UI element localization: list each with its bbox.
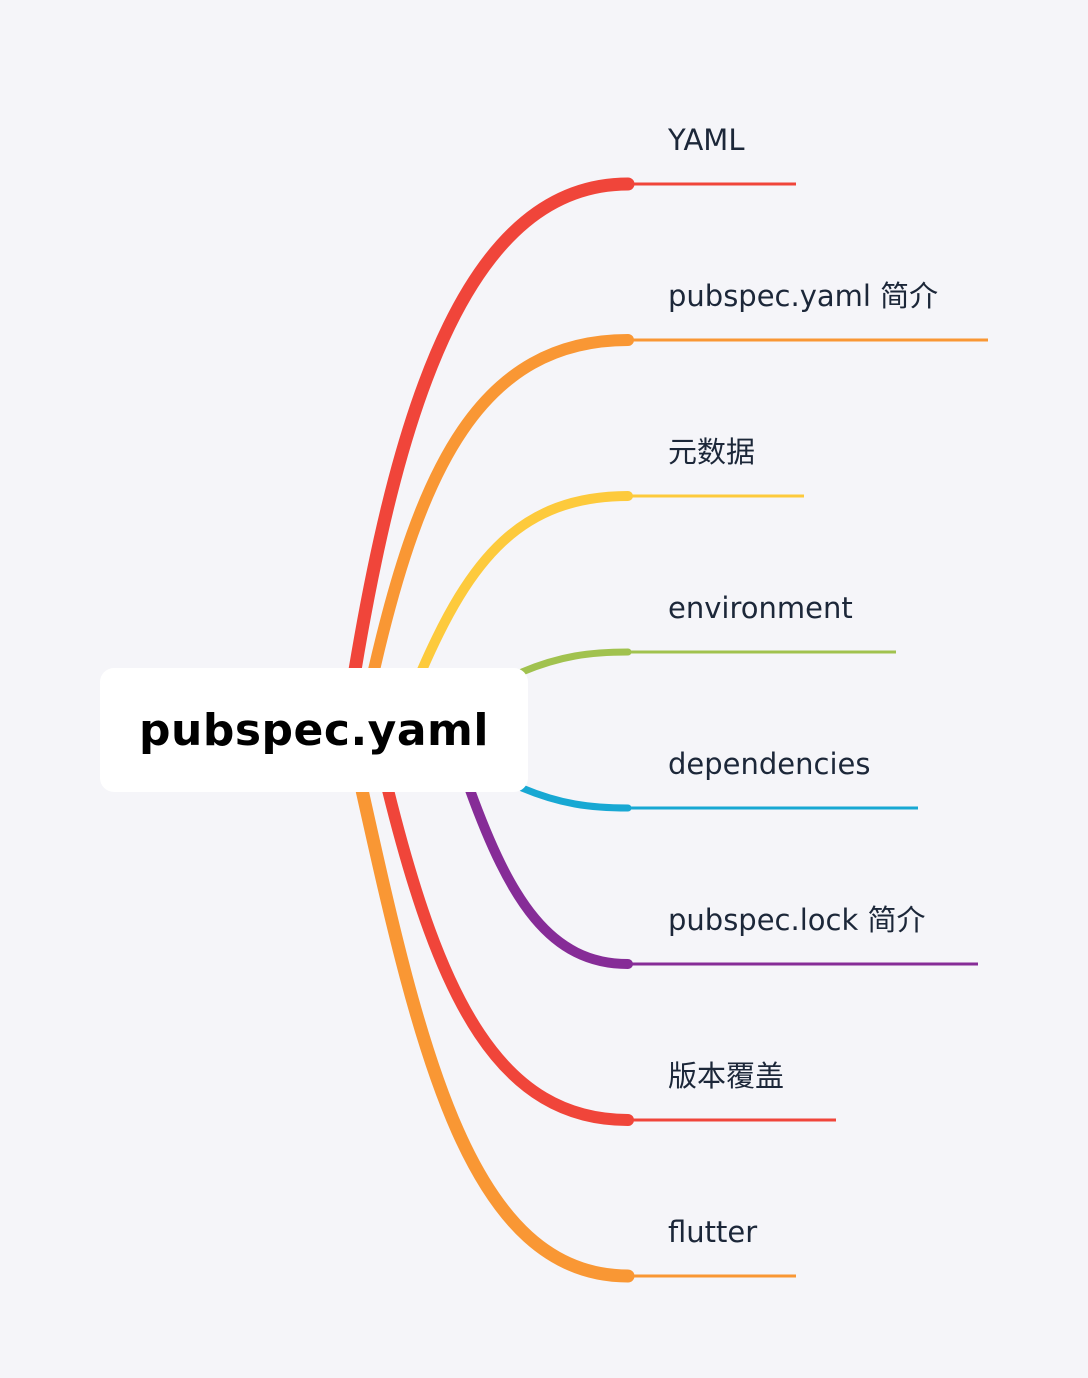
branch-connector-version-override bbox=[382, 784, 634, 1126]
branch-label-version-override[interactable]: 版本覆盖 bbox=[668, 1059, 785, 1093]
branch-connector-environment bbox=[518, 648, 632, 676]
branch-label-pubspec-yaml-intro[interactable]: pubspec.yaml 简介 bbox=[668, 279, 939, 313]
branch-connector-flutter bbox=[355, 783, 635, 1283]
branch-label-flutter[interactable]: flutter bbox=[668, 1215, 758, 1249]
branch-label-environment[interactable]: environment bbox=[668, 591, 853, 625]
root-node[interactable]: pubspec.yaml bbox=[100, 668, 528, 792]
branch-label-metadata[interactable]: 元数据 bbox=[668, 435, 756, 469]
branch-connector-yaml bbox=[348, 177, 635, 677]
branch-label-pubspec-lock-intro[interactable]: pubspec.lock 简介 bbox=[668, 903, 926, 937]
root-label: pubspec.yaml bbox=[139, 704, 489, 756]
branch-label-dependencies[interactable]: dependencies bbox=[668, 747, 871, 781]
branch-label-yaml[interactable]: YAML bbox=[668, 123, 745, 157]
branch-connector-pubspec-lock-intro bbox=[465, 785, 633, 969]
branch-connector-pubspec-yaml-intro bbox=[368, 334, 634, 676]
branch-connector-metadata bbox=[417, 491, 633, 675]
branch-connector-dependencies bbox=[518, 784, 632, 812]
